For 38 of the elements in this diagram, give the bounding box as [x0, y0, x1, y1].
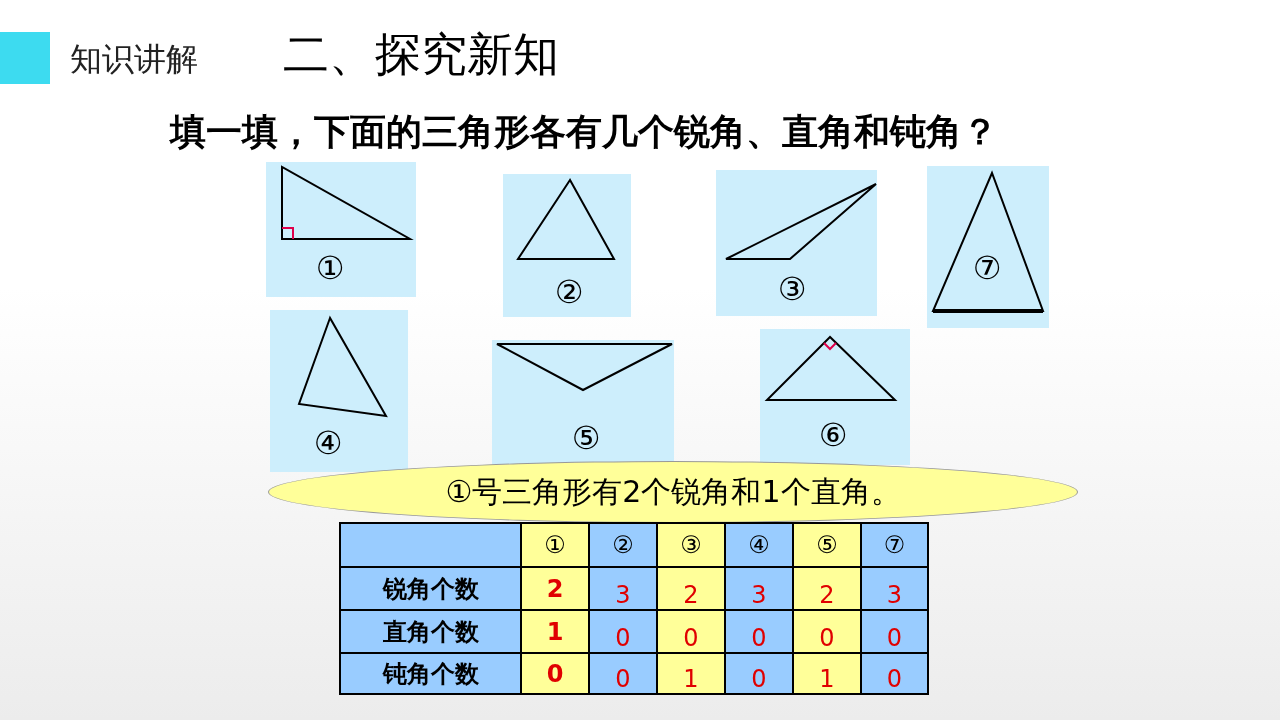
figure-number: ② — [553, 272, 585, 312]
row-header: 钝角个数 — [339, 652, 522, 695]
column-header: ② — [588, 522, 658, 568]
column-header: ③ — [656, 522, 726, 568]
question-text: 填一填，下面的三角形各有几个锐角、直角和钝角？ — [170, 110, 998, 154]
data-cell: 1 — [792, 652, 862, 695]
figure-number: ⑤ — [570, 418, 602, 458]
column-header: ④ — [724, 522, 794, 568]
figure-number: ① — [314, 248, 346, 288]
figure-number: ④ — [312, 423, 344, 463]
figure-number: ③ — [776, 269, 808, 309]
figure-number: ⑥ — [817, 415, 849, 455]
data-cell: 0 — [656, 609, 726, 654]
data-cell: 0 — [588, 609, 658, 654]
data-cell: 2 — [656, 566, 726, 611]
data-cell: 1 — [520, 609, 590, 654]
data-cell: 2 — [520, 566, 590, 611]
page-title: 二、探究新知 — [283, 26, 559, 83]
data-cell: 0 — [724, 609, 794, 654]
data-cell: 2 — [792, 566, 862, 611]
figure-number: ⑦ — [971, 248, 1003, 288]
data-cell: 0 — [860, 652, 929, 695]
section-label: 知识讲解 — [70, 39, 198, 80]
data-cell: 3 — [724, 566, 794, 611]
data-cell: 0 — [724, 652, 794, 695]
data-cell: 0 — [792, 609, 862, 654]
data-cell: 3 — [860, 566, 929, 611]
data-cell: 1 — [656, 652, 726, 695]
data-cell: 0 — [860, 609, 929, 654]
data-cell: 0 — [520, 652, 590, 695]
column-header: ⑦ — [860, 522, 929, 568]
data-cell: 0 — [588, 652, 658, 695]
row-header: 锐角个数 — [339, 566, 522, 611]
callout-text: ①号三角形有2个锐角和1个直角。 — [445, 472, 901, 511]
row-header: 直角个数 — [339, 609, 522, 654]
column-header: ⑤ — [792, 522, 862, 568]
column-header: ① — [520, 522, 590, 568]
data-cell: 3 — [588, 566, 658, 611]
